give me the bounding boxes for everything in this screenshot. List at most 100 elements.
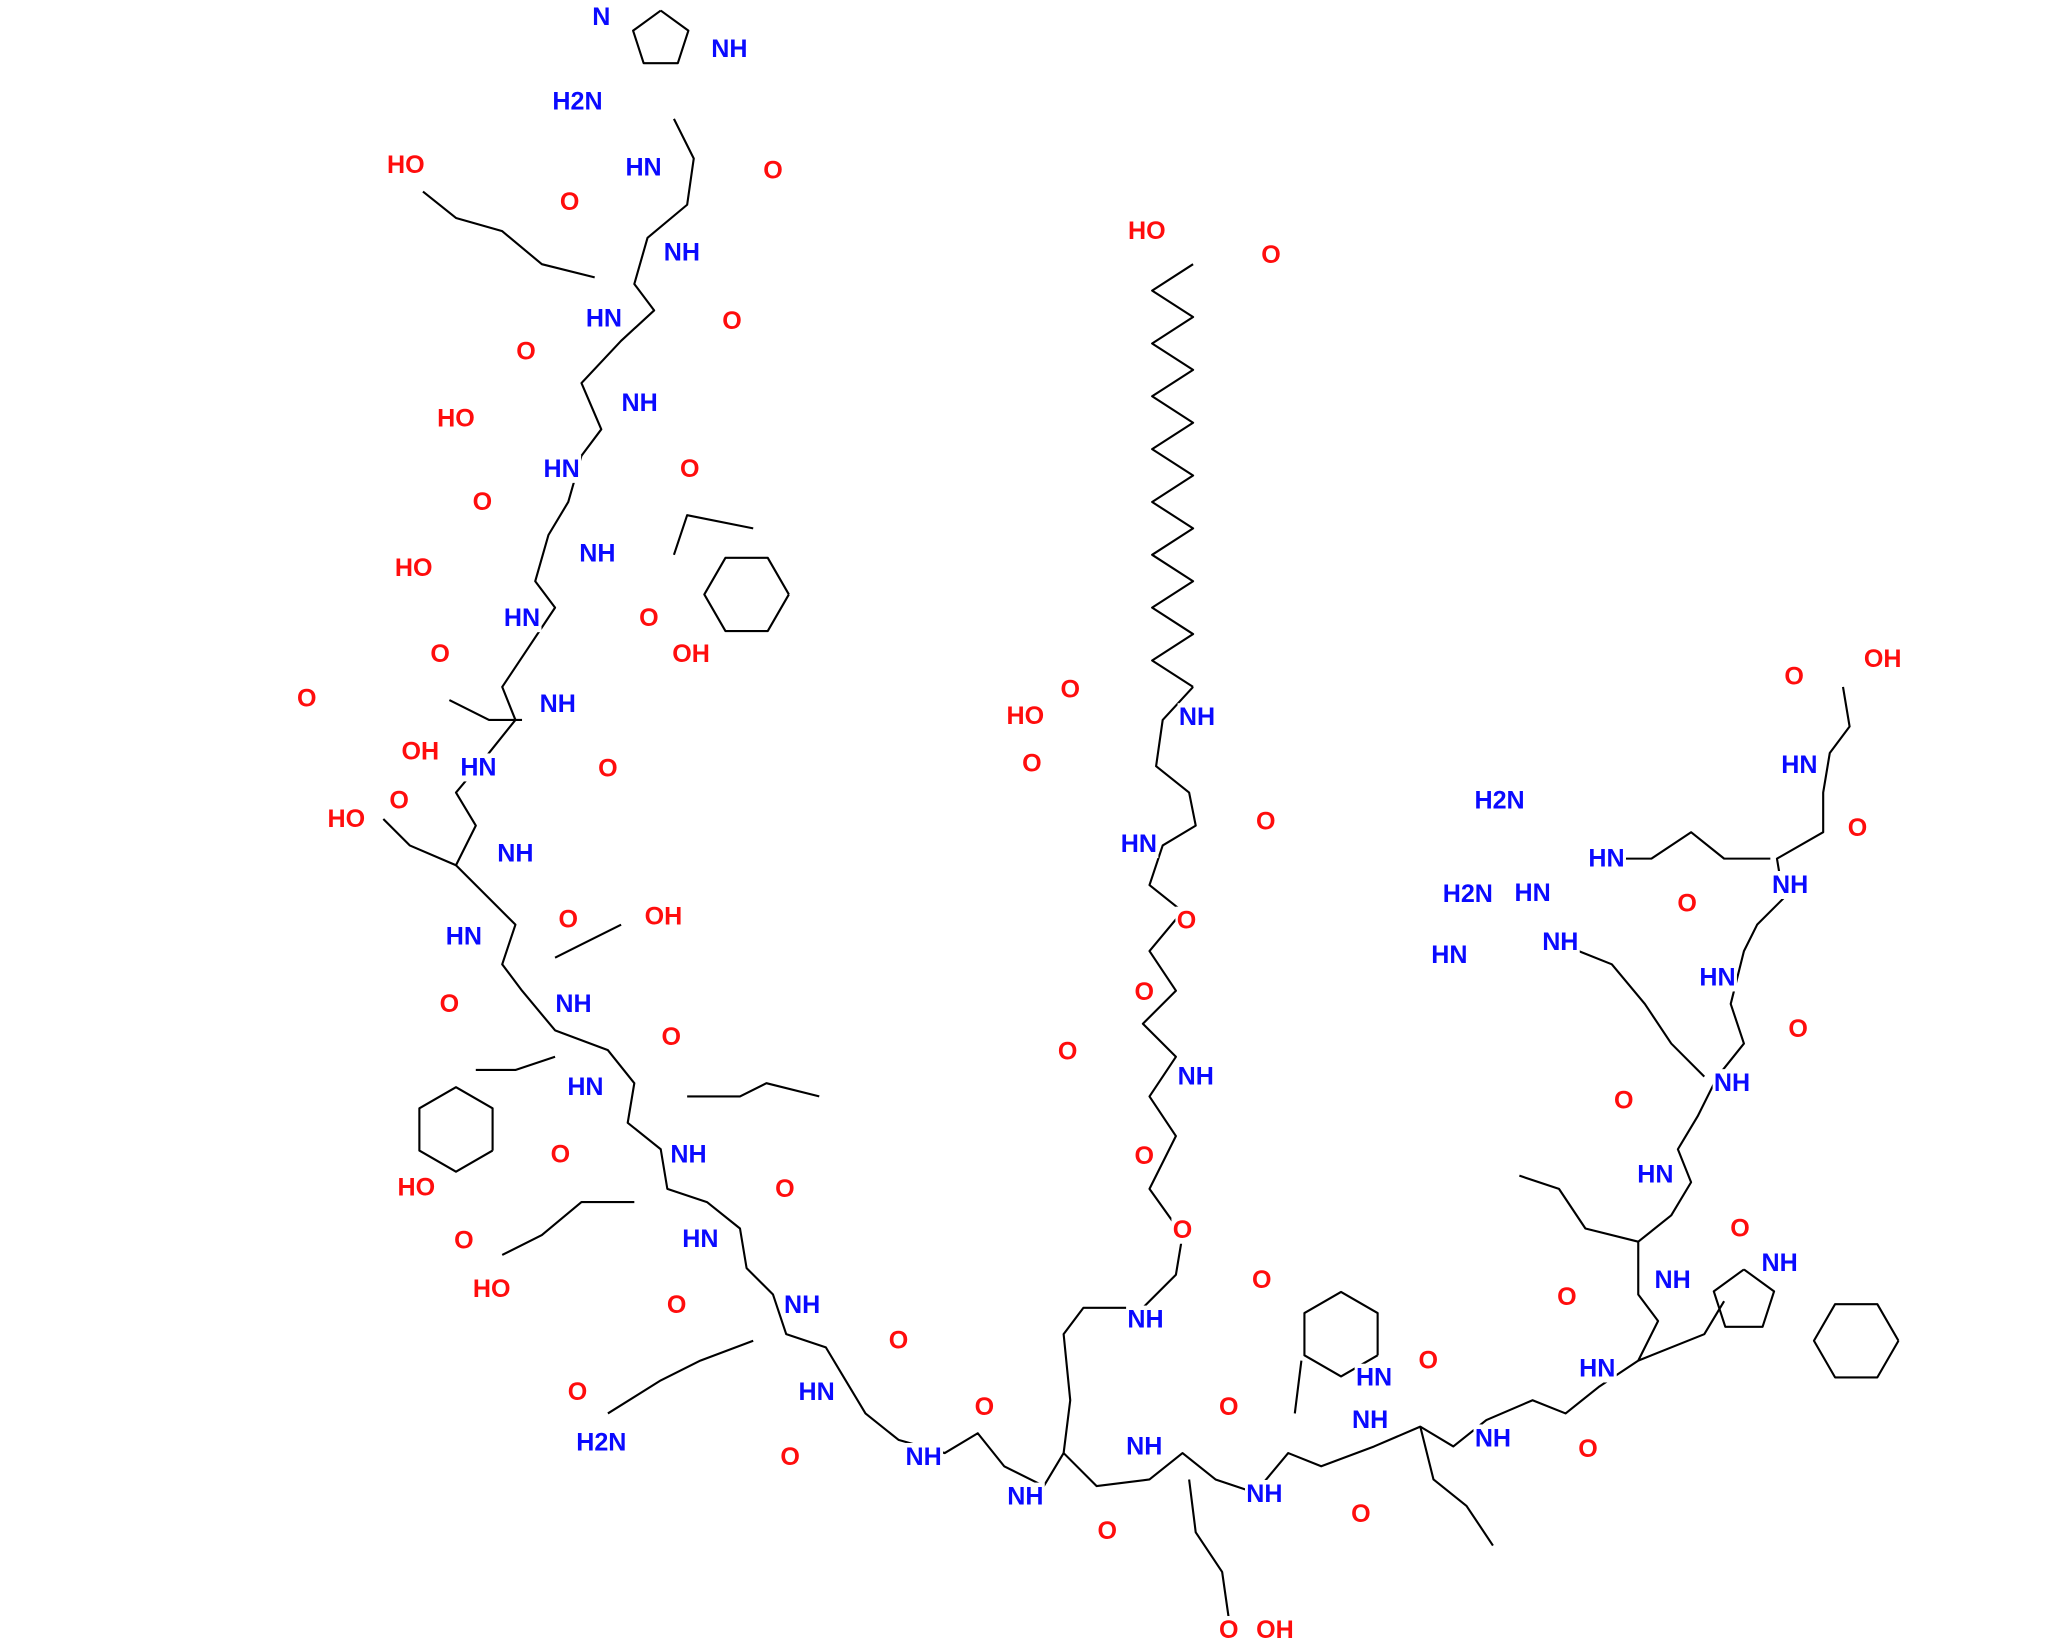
glu-side-chain-2 bbox=[501, 1201, 635, 1256]
label-background bbox=[1779, 750, 1819, 779]
atom-label: OH bbox=[1256, 1616, 1294, 1638]
atom-label: NH bbox=[1007, 1483, 1043, 1511]
atom-label: O bbox=[389, 786, 409, 814]
atom-label: O bbox=[780, 1443, 800, 1471]
indole-benzene-ring bbox=[1812, 1303, 1900, 1379]
label-background bbox=[1005, 1482, 1045, 1511]
atom-label: NH bbox=[1126, 1432, 1162, 1460]
atom-label: O bbox=[1256, 808, 1276, 836]
atom-label: OH bbox=[402, 738, 440, 766]
atom-label: OH bbox=[672, 640, 710, 668]
atom-label: HN bbox=[1699, 963, 1735, 991]
label-background bbox=[797, 1378, 837, 1407]
label-background bbox=[502, 604, 542, 633]
label-background bbox=[665, 1291, 688, 1320]
atom-label: O bbox=[559, 905, 579, 933]
atom-label: HN bbox=[460, 753, 496, 781]
atom-label: NH bbox=[1127, 1306, 1163, 1334]
atom-label: O bbox=[1614, 1086, 1634, 1114]
atom-label: O bbox=[560, 188, 580, 216]
label-background bbox=[660, 1022, 683, 1051]
atom-label: O bbox=[1848, 814, 1868, 842]
atom-label: NH bbox=[784, 1291, 820, 1319]
label-background bbox=[1787, 1014, 1810, 1043]
label-background bbox=[1417, 1346, 1440, 1375]
label-background bbox=[669, 1140, 708, 1169]
label-background bbox=[1473, 786, 1526, 815]
atom-label: O bbox=[1177, 907, 1197, 935]
atom-label: HO bbox=[473, 1275, 511, 1303]
label-background bbox=[396, 1173, 437, 1202]
atom-label: HN bbox=[1588, 845, 1624, 873]
label-background bbox=[1096, 1516, 1119, 1545]
atom-label: HO bbox=[437, 405, 475, 433]
label-background bbox=[643, 902, 684, 931]
label-background bbox=[1133, 977, 1156, 1006]
label-background bbox=[670, 639, 712, 668]
atom-label: NH bbox=[905, 1443, 941, 1471]
label-background bbox=[1005, 701, 1046, 730]
label-background bbox=[1056, 1037, 1079, 1066]
atom-label: O bbox=[889, 1327, 909, 1355]
atom-label: O bbox=[440, 990, 460, 1018]
atom-label: HO bbox=[328, 805, 366, 833]
atom-label: O bbox=[680, 455, 700, 483]
label-background bbox=[566, 1378, 589, 1407]
label-background bbox=[662, 238, 702, 267]
phenyl-ring-2 bbox=[1303, 1290, 1379, 1378]
tyr-side-chain bbox=[475, 1055, 556, 1072]
atom-label: H2N bbox=[1474, 786, 1524, 814]
label-background bbox=[584, 304, 624, 333]
atom-label: O bbox=[1134, 978, 1154, 1006]
label-background bbox=[554, 989, 593, 1018]
label-background bbox=[1020, 749, 1044, 778]
atom-label: OH bbox=[645, 903, 683, 931]
label-background bbox=[400, 737, 441, 766]
label-background bbox=[471, 487, 494, 516]
label-background bbox=[1576, 1435, 1600, 1464]
atom-label: O bbox=[1022, 749, 1042, 777]
atom-label: NH bbox=[670, 1140, 706, 1168]
label-background bbox=[429, 639, 452, 668]
asp-side-chain bbox=[448, 699, 523, 721]
atom-label: NH bbox=[1352, 1406, 1388, 1434]
ser-side-chain bbox=[382, 818, 457, 867]
peptide-backbone bbox=[454, 118, 1851, 1494]
label-background bbox=[1555, 1283, 1578, 1312]
phe-side-chain-2 bbox=[1293, 1360, 1303, 1414]
trp-side-chain bbox=[1637, 1300, 1726, 1362]
gln-side-chain bbox=[607, 1339, 754, 1415]
label-background bbox=[620, 388, 660, 417]
atom-label: NH bbox=[555, 990, 591, 1018]
atom-label: OH bbox=[1864, 645, 1902, 673]
atom-label: O bbox=[975, 1393, 995, 1421]
label-background bbox=[1612, 1086, 1635, 1115]
atom-label: HN bbox=[504, 604, 540, 632]
atom-label: O bbox=[1784, 662, 1804, 690]
label-background bbox=[1728, 1214, 1752, 1243]
label-background bbox=[1244, 1479, 1284, 1508]
atom-label: HN bbox=[567, 1073, 603, 1101]
atom-label: O bbox=[1578, 1435, 1598, 1463]
label-background bbox=[1176, 1062, 1216, 1091]
label-background bbox=[393, 553, 434, 582]
atom-label: O bbox=[763, 156, 783, 184]
label-background bbox=[624, 153, 663, 182]
ser-side-chain-2 bbox=[554, 923, 622, 959]
label-background bbox=[1635, 1160, 1675, 1189]
label-background bbox=[557, 905, 580, 934]
atom-label: O bbox=[1058, 1037, 1078, 1065]
atom-label: HN bbox=[1514, 879, 1550, 907]
label-background bbox=[590, 3, 612, 32]
label-background bbox=[1254, 807, 1277, 836]
atom-label: O bbox=[1261, 241, 1281, 269]
label-background bbox=[1259, 240, 1283, 269]
leu-side-chain bbox=[687, 1082, 820, 1098]
atom-label: O bbox=[454, 1226, 474, 1254]
atom-label: O bbox=[430, 640, 450, 668]
label-background bbox=[1059, 675, 1082, 704]
atom-label: HN bbox=[1356, 1364, 1392, 1392]
label-background bbox=[773, 1174, 796, 1203]
atom-label: HN bbox=[1431, 941, 1467, 969]
